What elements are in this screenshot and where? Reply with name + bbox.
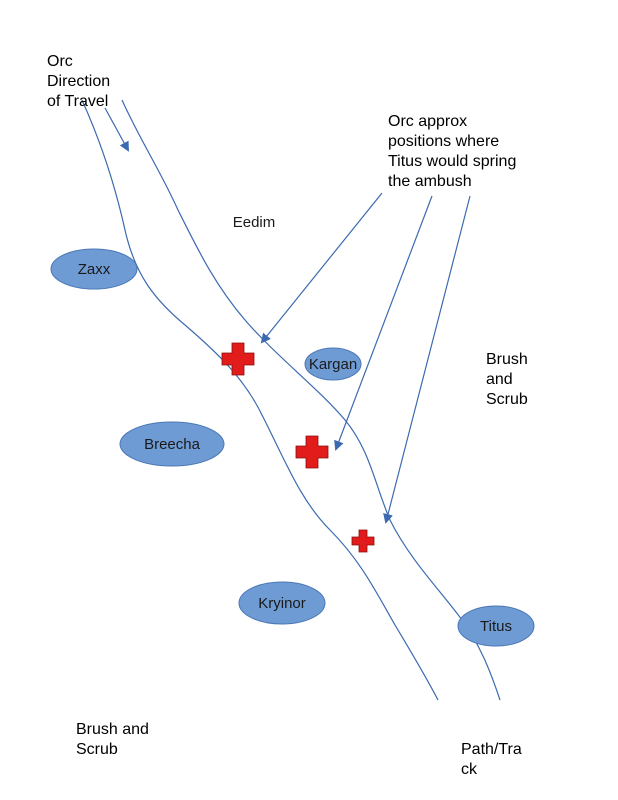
unit-eedim: Eedim [233, 214, 276, 231]
track-left-edge [81, 99, 439, 701]
unit-breecha: Breecha [119, 421, 225, 467]
unit-kryinor: Kryinor [238, 581, 326, 625]
annotation-arrow-2 [334, 195, 433, 451]
brush-scrub-left-label: Brush and Scrub [76, 721, 149, 758]
path-track-label: Path/Tra ck [461, 741, 522, 778]
unit-breecha-label: Breecha [144, 436, 201, 453]
orc-direction-arrow [104, 107, 129, 152]
unit-eedim-label: Eedim [233, 214, 276, 231]
ambush-marker-1-icon [221, 342, 255, 376]
annotation-arrow-1 [260, 192, 383, 344]
unit-titus-label: Titus [480, 618, 512, 635]
unit-zaxx: Zaxx [50, 248, 138, 290]
unit-kargan-label: Kargan [309, 356, 357, 373]
brush-scrub-right-label: Brush and Scrub [486, 351, 528, 408]
unit-titus: Titus [457, 605, 535, 647]
annotation-arrow-3 [383, 195, 471, 524]
ambush-marker-2-icon [295, 435, 329, 469]
orc-positions-note: Orc approx positions where Titus would s… [388, 113, 517, 190]
unit-zaxx-label: Zaxx [78, 261, 111, 278]
track-right-edge [121, 99, 501, 701]
ambush-marker-3-icon [351, 529, 375, 553]
unit-kargan: Kargan [304, 347, 362, 381]
orc-direction-label: Orc Direction of Travel [47, 53, 111, 110]
unit-kryinor-label: Kryinor [258, 595, 306, 612]
